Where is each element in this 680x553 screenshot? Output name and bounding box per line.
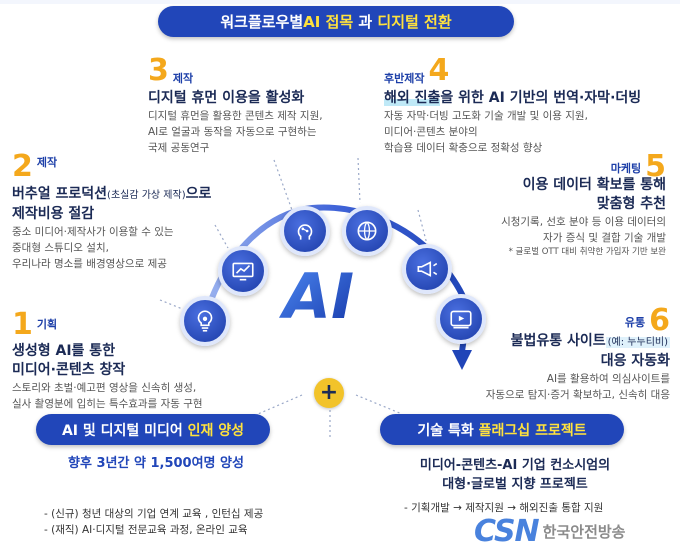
- stage1-title-1: 생성형 AI를 통한: [12, 343, 116, 359]
- stage6-title-2: 대응 자동화: [600, 353, 670, 369]
- lightbulb-icon: [197, 310, 213, 332]
- stage-4: 후반제작 4 해외 진출을 위한 AI 기반의 번역·자막·더빙 자동 자막·더…: [384, 56, 641, 156]
- title-middle: 과: [353, 13, 378, 31]
- stage-3: 3 제작 디지털 휴먼 이용을 활성화 디지털 휴먼을 활용한 콘텐츠 제작 지…: [148, 56, 323, 156]
- flagship-title-2: 대형·글로벌 지향 프로젝트: [442, 477, 588, 492]
- megaphone-icon: [417, 261, 438, 277]
- stage3-number: 3: [148, 53, 169, 88]
- talent-training-pill: AI 및 디지털 미디어 인재 양성: [36, 414, 270, 445]
- stage5-note: * 글로벌 OTT 대비 취약한 가입자 기반 보완: [508, 247, 666, 257]
- stage4-title: 해외 진출을 위한 AI 기반의 번역·자막·더빙: [384, 89, 641, 108]
- stage5-tag: 마케팅: [610, 162, 642, 175]
- watermark: CSN 한국안전방송: [474, 514, 625, 549]
- stage6-number: 6: [649, 303, 670, 338]
- stage5-title-1: 이용 데이터 확보를 통해: [522, 177, 666, 193]
- stage1-desc-2: 실사 촬영분에 입히는 특수효과를 자동 구현: [12, 398, 203, 410]
- stage2-desc-2: 중대형 스튜디오 설치,: [12, 242, 109, 254]
- talent-pill-prefix: AI 및 디지털 미디어: [61, 422, 188, 439]
- stage3-icon-circle: [280, 206, 330, 256]
- flagship-section: 미디어-콘텐츠-AI 기업 컨소시엄의 대형·글로벌 지향 프로젝트: [380, 456, 650, 494]
- stage1-icon-circle: [180, 296, 230, 346]
- stage2-desc-3: 우리나라 명소를 배경영상으로 제공: [12, 258, 167, 270]
- stage6-desc-1: AI를 활용하여 의심사이트를: [546, 373, 670, 385]
- title-highlight-dx: 디지털 전환: [377, 13, 452, 31]
- stage3-desc-1: 디지털 휴먼을 활용한 콘텐츠 제작 지원,: [148, 110, 323, 122]
- title-prefix: 워크플로우별: [220, 13, 304, 31]
- stage4-desc-1: 자동 자막·더빙 고도화 기술 개발 및 이용 지원,: [384, 110, 588, 122]
- stage-6: 유통 6 불법유통 사이트(예: 누누티비) 대응 자동화 AI를 활용하여 의…: [486, 306, 670, 403]
- stage6-desc-2: 자동으로 탐지·증거 확보하고, 신속히 대응: [485, 389, 670, 401]
- stage6-title-main: 불법유통 사이트: [510, 333, 606, 349]
- stage5-number: 5: [645, 149, 666, 184]
- talent-pill-highlight: 인재 양성: [187, 422, 245, 439]
- video-player-icon: [450, 310, 472, 329]
- stage3-desc-2: AI로 얼굴과 동작을 자동으로 구현하는: [148, 126, 317, 138]
- title-highlight-ai: AI 접목: [303, 13, 354, 31]
- stage4-tag: 후반제작: [384, 72, 425, 85]
- stage1-tag: 기획: [36, 318, 58, 331]
- stage5-desc-2: 자가 증식 및 결합 기술 개발: [543, 232, 666, 244]
- stage6-icon-circle: [436, 294, 486, 344]
- flagship-title-1: 미디어-콘텐츠-AI 기업 컨소시엄의: [419, 458, 611, 473]
- stage-2: 2 제작 버추얼 프로덕션(초실감 가상 제작)으로 제작비용 절감 중소 미디…: [12, 152, 211, 272]
- stage3-desc-3: 국제 공동연구: [148, 142, 210, 154]
- talent-section: 향후 3년간 약 1,500여명 양성: [36, 454, 276, 473]
- stage2-number: 2: [12, 149, 33, 184]
- stage4-number: 4: [428, 53, 450, 88]
- stage3-title: 디지털 휴먼 이용을 활성화: [148, 90, 305, 106]
- stage2-icon-circle: [218, 246, 268, 296]
- stage2-tag: 제작: [36, 156, 58, 169]
- stage5-title-2: 맞춤형 추천: [596, 196, 666, 212]
- stage4-icon-circle: [342, 206, 392, 256]
- arc-arrowhead: [452, 350, 472, 370]
- stage2-title-main: 버추얼 프로덕션: [12, 186, 108, 202]
- ai-center-label: AI: [278, 260, 354, 333]
- plus-label: +: [319, 380, 339, 405]
- stage2-title-1: 버추얼 프로덕션(초실감 가상 제작)으로: [12, 185, 211, 205]
- digital-human-icon: [297, 224, 313, 240]
- stage4-desc-2: 미디어·콘텐츠 분야의: [384, 126, 478, 138]
- flagship-pill-highlight: 플래그십 프로젝트: [478, 422, 587, 439]
- flagship-pill-prefix: 기술 특화: [417, 422, 479, 439]
- translation-icon: [357, 221, 377, 241]
- stage-1: 1 기획 생성형 AI를 통한 미디어·콘텐츠 창작 스토리와 초벌·예고편 영…: [12, 310, 203, 412]
- stage6-title-small: (예: 누누티비): [605, 337, 670, 348]
- stage1-number: 1: [12, 307, 33, 342]
- plus-circle: +: [314, 378, 344, 408]
- talent-item-2: - (재직) AI·디지털 전문교육 과정, 온라인 교육: [44, 524, 248, 536]
- stage5-icon-circle: [402, 244, 452, 294]
- stage6-title-1: 불법유통 사이트(예: 누누티비): [486, 332, 670, 352]
- stage4-desc-3: 학습용 데이터 확충으로 정확성 향상: [384, 142, 543, 154]
- stage2-title-end: 으로: [185, 186, 212, 202]
- stage2-desc-1: 중소 미디어·제작사가 이용할 수 있는: [12, 226, 174, 238]
- stage2-title-2: 제작비용 절감: [12, 206, 95, 222]
- talent-item-1: - (신규) 청년 대상의 기업 연계 교육 , 인턴십 제공: [44, 508, 264, 520]
- watermark-logo: CSN: [474, 514, 540, 549]
- flagship-item-1: - 기획개발 → 제작지원 → 해외진출 통합 지원: [404, 502, 604, 514]
- stage6-tag: 유통: [624, 316, 646, 329]
- talent-highlight: 향후 3년간 약 1,500여명 양성: [68, 456, 244, 471]
- page-title-pill: 워크플로우별 AI 접목 과 디지털 전환: [158, 6, 514, 37]
- talent-items: - (신규) 청년 대상의 기업 연계 교육 , 인턴십 제공 - (재직) A…: [44, 506, 263, 538]
- stage2-title-small: (초실감 가상 제작): [107, 190, 186, 201]
- stage-5: 마케팅 5 이용 데이터 확보를 통해 맞춤형 추천 시청기록, 선호 분야 등…: [501, 152, 666, 259]
- stage3-tag: 제작: [172, 72, 194, 85]
- stage4-title-rest: 을 위한 AI 기반의 번역·자막·더빙: [440, 90, 642, 106]
- studio-screen-icon: [232, 262, 254, 281]
- flagship-project-pill: 기술 특화 플래그십 프로젝트: [380, 414, 624, 445]
- watermark-text: 한국안전방송: [542, 523, 626, 541]
- stage5-desc-1: 시청기록, 선호 분야 등 이용 데이터의: [501, 216, 666, 228]
- flagship-items: - 기획개발 → 제작지원 → 해외진출 통합 지원: [404, 500, 603, 516]
- stage1-title-2: 미디어·콘텐츠 창작: [12, 362, 126, 378]
- top-edge-decoration: [0, 0, 680, 4]
- stage1-desc-1: 스토리와 초벌·예고편 영상을 신속히 생성,: [12, 382, 197, 394]
- stage4-title-highlight: 해외 진출: [384, 90, 441, 106]
